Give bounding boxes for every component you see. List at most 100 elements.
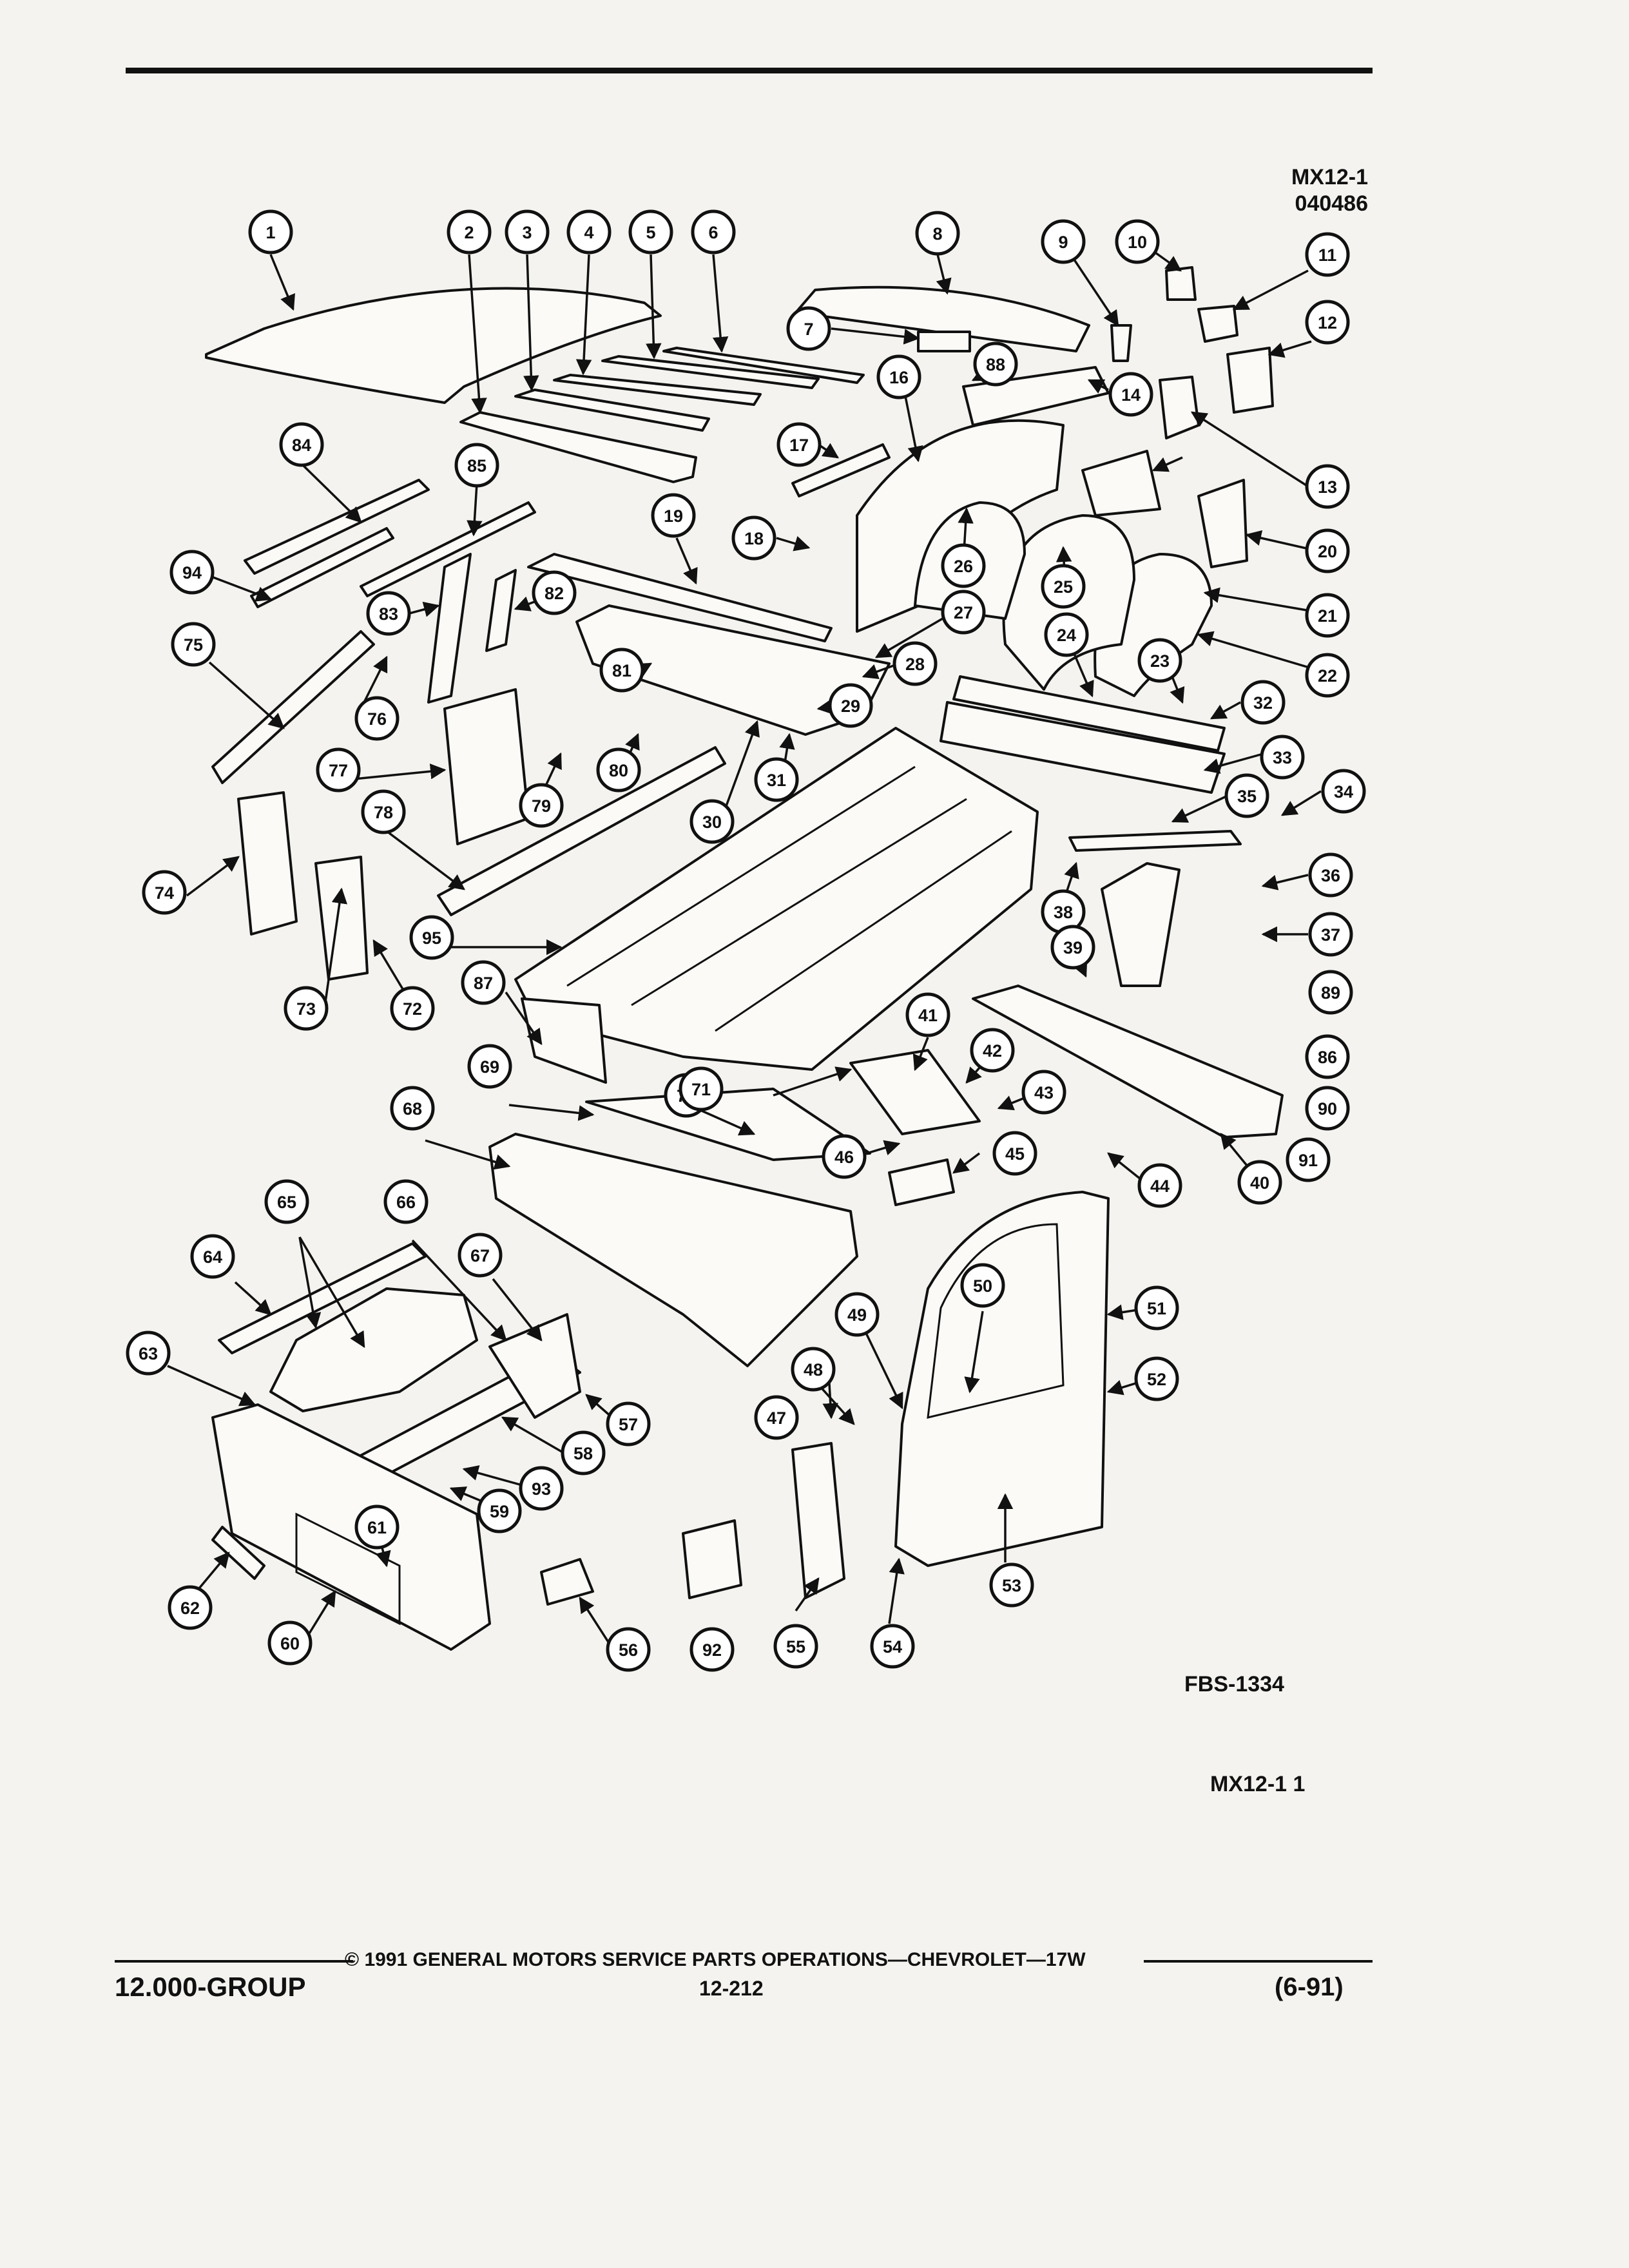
callout-number: 46 — [834, 1148, 854, 1167]
callout-number: 92 — [702, 1640, 722, 1660]
callout-89: 89 — [1308, 970, 1353, 1015]
callout-number: 25 — [1054, 577, 1073, 597]
callout-number: 9 — [1058, 233, 1068, 252]
callout-13: 13 — [1305, 464, 1350, 509]
callout-number: 88 — [986, 355, 1005, 374]
header-code: MX12-1 — [1291, 165, 1368, 189]
callout-3: 3 — [505, 209, 550, 255]
callout-number: 80 — [609, 761, 628, 780]
footer-rule-right — [1144, 1960, 1373, 1963]
callout-61: 61 — [354, 1504, 400, 1550]
shelf-19 — [527, 553, 833, 642]
callout-34: 34 — [1321, 769, 1366, 814]
part-87 — [521, 997, 607, 1084]
callout-number: 93 — [532, 1479, 551, 1499]
top-rule — [126, 68, 1373, 73]
callout-14: 14 — [1108, 372, 1153, 417]
callout-51: 51 — [1134, 1285, 1179, 1331]
callout-78: 78 — [361, 789, 406, 834]
callout-91: 91 — [1286, 1137, 1331, 1182]
roof-bow-6 — [662, 347, 865, 384]
rocker-78 — [437, 746, 726, 916]
callout-number: 42 — [983, 1041, 1002, 1061]
callout-81: 81 — [599, 648, 644, 693]
callout-10: 10 — [1115, 219, 1160, 264]
pillar-74 — [237, 791, 298, 936]
callout-number: 64 — [203, 1247, 222, 1267]
callout-50: 50 — [960, 1263, 1005, 1308]
callout-number: 59 — [490, 1502, 509, 1521]
callout-number: 43 — [1034, 1083, 1054, 1102]
callout-35: 35 — [1224, 773, 1269, 818]
callout-number: 2 — [464, 223, 474, 242]
leader-lines — [167, 250, 1322, 1644]
callout-63: 63 — [126, 1331, 171, 1376]
pillar-75 — [211, 630, 375, 784]
callout-number: 57 — [619, 1415, 638, 1434]
callout-73: 73 — [284, 986, 329, 1031]
callout-number: 23 — [1150, 651, 1170, 671]
callout-58: 58 — [561, 1430, 606, 1475]
callout-number: 37 — [1321, 925, 1340, 945]
callout-29: 29 — [828, 683, 873, 728]
callout-number: 19 — [664, 506, 683, 526]
pillar-83 — [427, 553, 472, 704]
callout-24: 24 — [1044, 612, 1089, 657]
callout-64: 64 — [190, 1234, 235, 1279]
door-51 — [894, 1191, 1110, 1567]
callout-47: 47 — [754, 1395, 799, 1440]
callout-59: 59 — [477, 1488, 522, 1533]
callout-number: 65 — [277, 1193, 296, 1212]
callout-49: 49 — [834, 1292, 880, 1337]
roof-bow-5 — [601, 355, 820, 389]
callout-number: 40 — [1250, 1173, 1269, 1193]
callout-number: 22 — [1318, 666, 1337, 686]
callout-number: 45 — [1005, 1144, 1025, 1164]
callout-1: 1 — [248, 209, 293, 255]
part-45 — [888, 1158, 955, 1206]
callout-45: 45 — [992, 1131, 1037, 1176]
shock-tower-65 — [269, 1287, 478, 1412]
page-ref: MX12-1 1 — [1210, 1772, 1306, 1796]
callout-19: 19 — [651, 493, 696, 538]
quarter-86 — [1101, 862, 1181, 987]
part-56 — [540, 1558, 594, 1606]
callout-82: 82 — [532, 570, 577, 615]
callout-36: 36 — [1308, 852, 1353, 898]
callout-28: 28 — [892, 641, 938, 686]
footer-copyright: © 1991 GENERAL MOTORS SERVICE PARTS OPER… — [345, 1949, 1086, 1970]
callout-22: 22 — [1305, 653, 1350, 698]
callout-number: 11 — [1318, 245, 1337, 265]
callout-number: 7 — [804, 320, 813, 339]
callout-number: 52 — [1147, 1370, 1166, 1389]
sill-40 — [972, 985, 1284, 1139]
callout-60: 60 — [267, 1620, 313, 1666]
part-62 — [211, 1526, 265, 1580]
callout-number: 18 — [744, 529, 764, 548]
callout-number: 35 — [1237, 787, 1257, 806]
callout-number: 85 — [467, 456, 487, 476]
pillar-55 — [791, 1442, 845, 1599]
callout-88: 88 — [973, 341, 1018, 387]
callout-number: 1 — [265, 223, 275, 242]
callout-75: 75 — [171, 622, 216, 667]
rear-lid — [795, 285, 1090, 352]
part-15 — [1081, 450, 1161, 517]
callout-number: 58 — [574, 1444, 593, 1463]
inner-panel-77 — [443, 688, 530, 845]
callout-number: 72 — [403, 999, 422, 1019]
callout-17: 17 — [776, 422, 822, 467]
callout-48: 48 — [791, 1347, 836, 1392]
callout-number: 48 — [804, 1360, 823, 1379]
callout-number: 41 — [918, 1006, 938, 1025]
callout-56: 56 — [606, 1627, 651, 1672]
callout-number: 34 — [1334, 782, 1353, 802]
callout-52: 52 — [1134, 1356, 1179, 1401]
callout-41: 41 — [905, 992, 950, 1037]
callout-67: 67 — [458, 1233, 503, 1278]
callout-number: 73 — [296, 999, 316, 1019]
callout-84: 84 — [279, 422, 324, 467]
callout-62: 62 — [168, 1585, 213, 1630]
callout-23: 23 — [1137, 638, 1182, 683]
